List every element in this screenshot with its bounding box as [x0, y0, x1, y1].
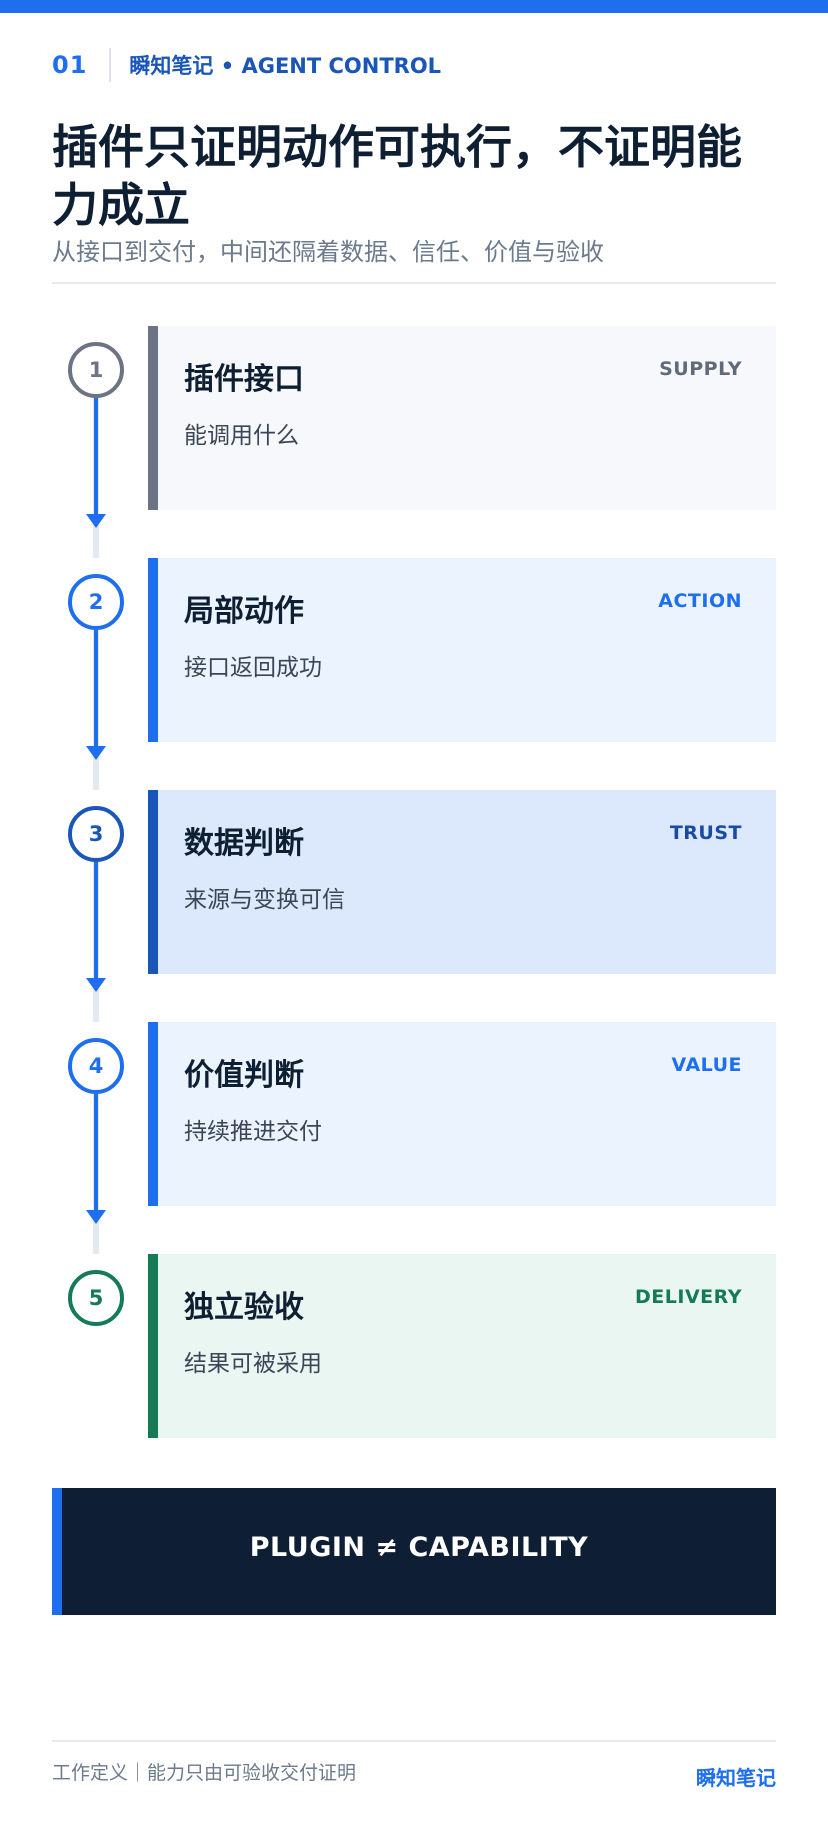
banner-text: PLUGIN ≠ CAPABILITY — [249, 1532, 589, 1563]
step-3: 3 数据判断 TRUST 来源与变换可信 — [0, 790, 828, 1022]
flow-connector — [86, 1094, 106, 1254]
arrow-down-icon — [86, 746, 106, 760]
flow-connector — [86, 630, 106, 790]
card-accent-bar — [148, 790, 158, 974]
flow-connector — [86, 398, 106, 558]
header-rule — [52, 282, 776, 284]
step-title: 数据判断 — [184, 826, 304, 861]
step-number-circle: 4 — [68, 1038, 124, 1094]
header: 01 瞬知笔记 • AGENT CONTROL — [52, 48, 441, 82]
flow-line — [94, 398, 98, 514]
footer-definition: 工作定义｜能力只由可验收交付证明 — [52, 1762, 357, 1784]
card-accent-bar — [148, 326, 158, 510]
page-title: 插件只证明动作可执行，不证明能力成立 — [52, 120, 742, 232]
step-title: 价值判断 — [184, 1058, 304, 1093]
flow-line — [94, 862, 98, 978]
step-card: 插件接口 SUPPLY 能调用什么 — [148, 326, 776, 510]
flow-line — [94, 630, 98, 746]
step-1: 1 插件接口 SUPPLY 能调用什么 — [0, 326, 828, 558]
footer-brand: 瞬知笔记 — [696, 1766, 776, 1790]
step-number-circle: 1 — [68, 342, 124, 398]
page-subtitle: 从接口到交付，中间还隔着数据、信任、价值与验收 — [52, 238, 604, 266]
flow-line — [94, 1094, 98, 1210]
step-4: 4 价值判断 VALUE 持续推进交付 — [0, 1022, 828, 1254]
arrow-down-icon — [86, 978, 106, 992]
step-description: 来源与变换可信 — [184, 887, 345, 913]
step-tag: SUPPLY — [659, 358, 742, 380]
step-title: 独立验收 — [184, 1290, 304, 1325]
footer-rule — [52, 1740, 776, 1742]
step-description: 持续推进交付 — [184, 1119, 322, 1145]
step-description: 能调用什么 — [184, 423, 299, 449]
card-accent-bar — [148, 1254, 158, 1438]
step-description: 结果可被采用 — [184, 1351, 322, 1377]
step-description: 接口返回成功 — [184, 655, 322, 681]
step-card: 数据判断 TRUST 来源与变换可信 — [148, 790, 776, 974]
step-tag: ACTION — [658, 590, 742, 612]
step-number-circle: 5 — [68, 1270, 124, 1326]
step-title: 局部动作 — [184, 594, 304, 629]
arrow-down-icon — [86, 1210, 106, 1224]
step-number-circle: 3 — [68, 806, 124, 862]
step-tag: DELIVERY — [635, 1286, 742, 1308]
step-title: 插件接口 — [184, 362, 304, 397]
flow-connector — [86, 862, 106, 1022]
step-number-circle: 2 — [68, 574, 124, 630]
step-2: 2 局部动作 ACTION 接口返回成功 — [0, 558, 828, 790]
section-number: 01 — [52, 51, 88, 79]
brand-label: 瞬知笔记 • AGENT CONTROL — [129, 54, 442, 78]
header-divider — [109, 48, 112, 82]
step-card: 局部动作 ACTION 接口返回成功 — [148, 558, 776, 742]
step-tag: TRUST — [669, 822, 742, 844]
card-accent-bar — [148, 1022, 158, 1206]
card-accent-bar — [148, 558, 158, 742]
banner-accent-bar — [52, 1488, 62, 1615]
conclusion-banner: PLUGIN ≠ CAPABILITY — [52, 1488, 776, 1615]
step-card: 价值判断 VALUE 持续推进交付 — [148, 1022, 776, 1206]
arrow-down-icon — [86, 514, 106, 528]
step-card: 独立验收 DELIVERY 结果可被采用 — [148, 1254, 776, 1438]
step-tag: VALUE — [671, 1054, 742, 1076]
top-accent-bar — [0, 0, 828, 13]
step-5: 5 独立验收 DELIVERY 结果可被采用 — [0, 1254, 828, 1438]
